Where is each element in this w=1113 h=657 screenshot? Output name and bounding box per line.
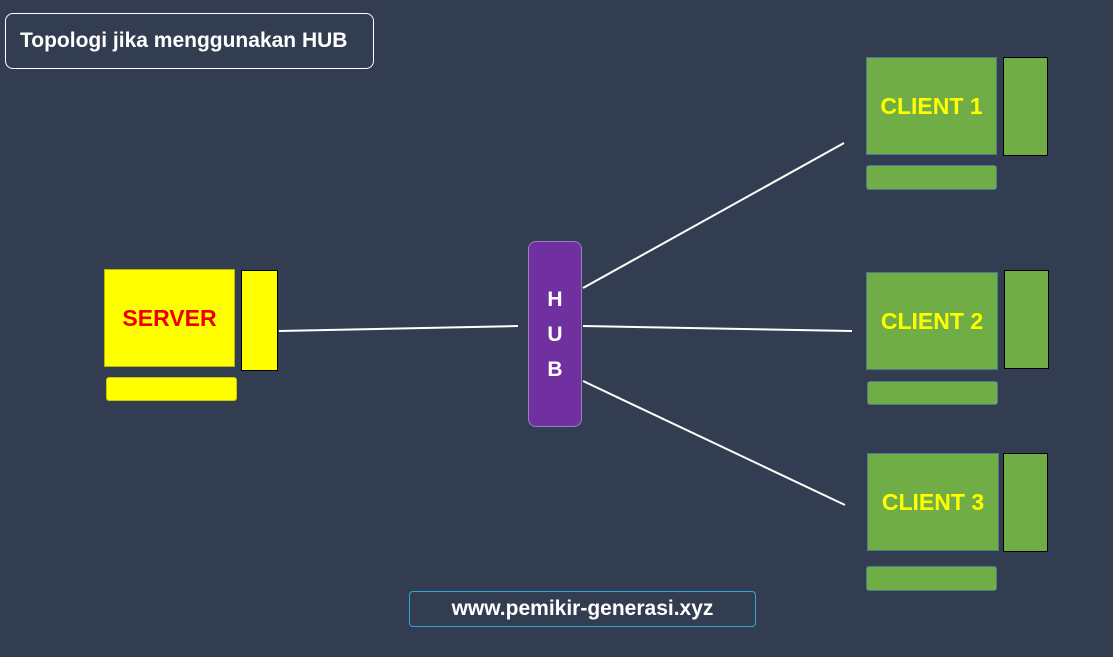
wire-hub-client-1 bbox=[582, 142, 845, 289]
client-2-tower bbox=[1004, 270, 1049, 369]
wire-server-hub bbox=[278, 325, 519, 332]
client-1-monitor: CLIENT 1 bbox=[866, 57, 997, 155]
client-2-monitor: CLIENT 2 bbox=[866, 272, 998, 370]
client-2-keyboard bbox=[867, 381, 998, 405]
server-monitor: SERVER bbox=[104, 269, 235, 367]
client-3-label: CLIENT 3 bbox=[881, 488, 985, 515]
server-label: SERVER bbox=[122, 304, 217, 331]
hub-letter: H bbox=[547, 287, 563, 311]
diagram-title: Topologi jika menggunakan HUB bbox=[5, 13, 374, 69]
hub-letter: B bbox=[547, 357, 563, 381]
client-2-label: CLIENT 2 bbox=[880, 307, 984, 334]
wire-hub-client-2 bbox=[582, 325, 853, 332]
server-keyboard bbox=[106, 377, 237, 401]
client-1-tower bbox=[1003, 57, 1048, 156]
hub-letter: U bbox=[547, 322, 563, 346]
hub-device: H U B bbox=[528, 241, 582, 427]
website-url: www.pemikir-generasi.xyz bbox=[409, 591, 756, 627]
client-1-keyboard bbox=[866, 165, 997, 190]
server-tower bbox=[241, 270, 278, 371]
client-3-monitor: CLIENT 3 bbox=[867, 453, 999, 551]
wire-hub-client-3 bbox=[582, 380, 846, 506]
client-3-tower bbox=[1003, 453, 1048, 552]
client-1-label: CLIENT 1 bbox=[880, 92, 983, 119]
client-3-keyboard bbox=[866, 566, 997, 591]
